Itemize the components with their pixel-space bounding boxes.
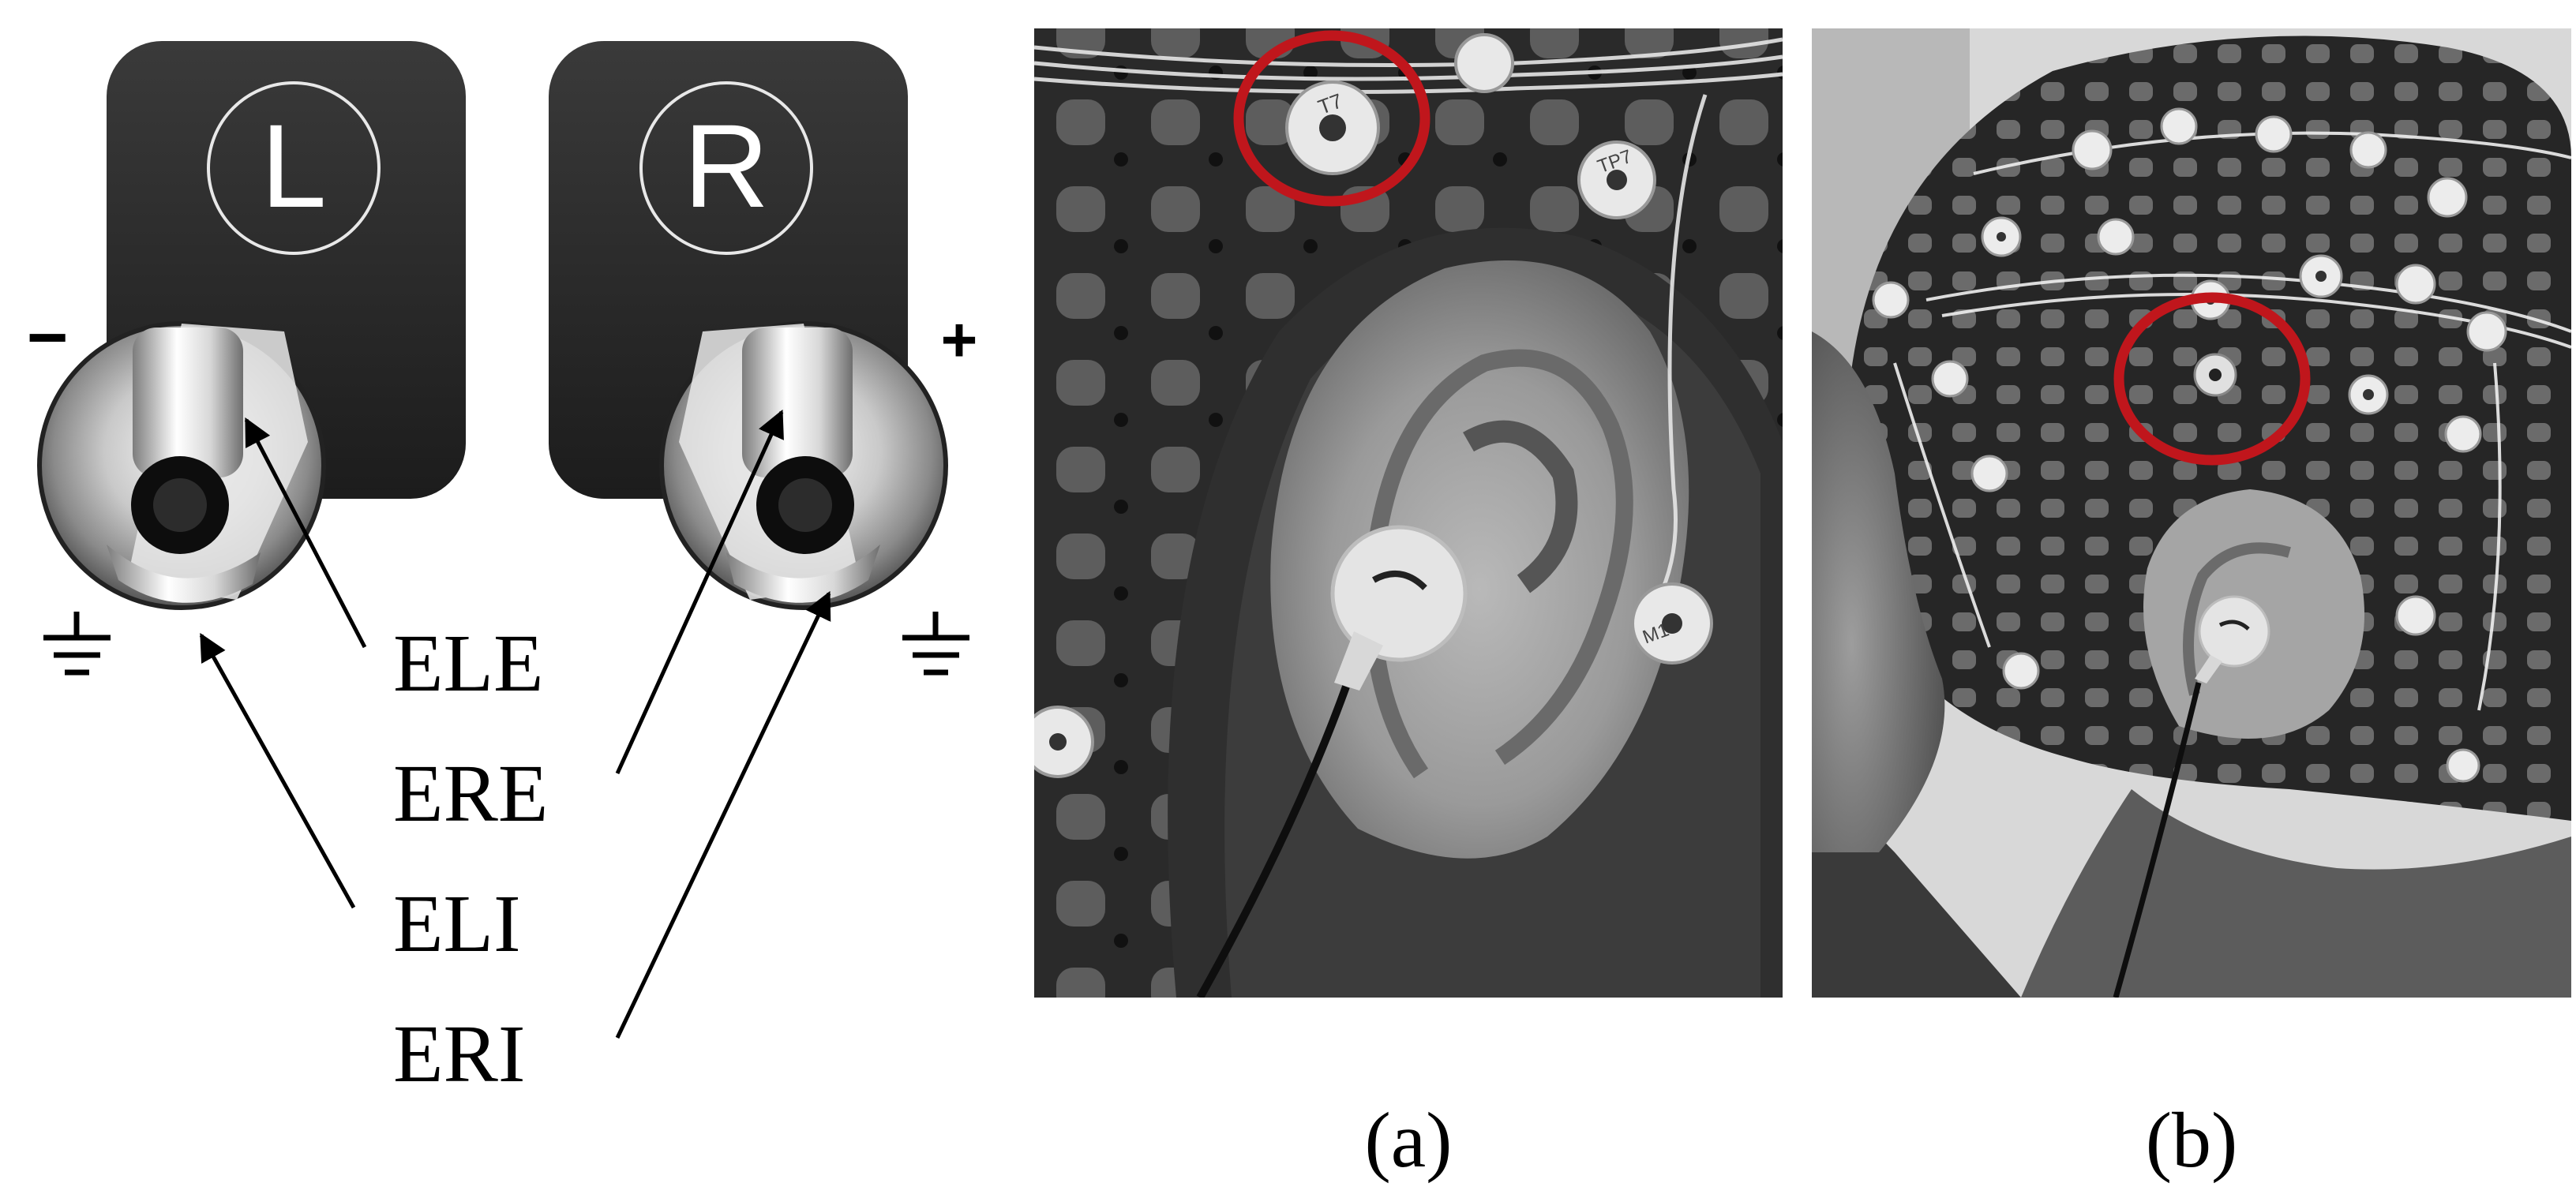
arrow-eli (199, 632, 356, 909)
highlight-circle-b (2113, 292, 2311, 466)
right-electrode-external (742, 328, 853, 477)
earbud-cable-b (2113, 682, 2202, 998)
left-electrode-external (133, 328, 243, 477)
caption-b: (b) (2146, 1096, 2238, 1184)
ground-icon-right (902, 612, 969, 676)
electrode-t7: T7 (1285, 80, 1380, 175)
right-label-ring (639, 81, 813, 255)
right-electrode-internal (726, 545, 880, 603)
ear (1270, 260, 1689, 859)
caption-a: (a) (1365, 1096, 1453, 1184)
electrode-tp7: TP7 (1577, 140, 1656, 219)
ground-icon-left (43, 612, 111, 676)
arrow-ere (615, 409, 784, 775)
earbud-cable (1196, 685, 1350, 998)
left-electrode-internal (107, 545, 261, 603)
arrow-ele (244, 417, 367, 649)
earbud-in-ear-a (1196, 525, 1468, 998)
chair (1812, 710, 2021, 998)
earbud-in-ear-b (2113, 595, 2270, 998)
right-earbud: R (549, 41, 948, 610)
eeg-cap-b (1847, 36, 2571, 822)
left-earbud-letter: L (261, 99, 326, 232)
label-ere: ERE (393, 748, 548, 839)
label-ele: ELE (393, 618, 544, 709)
arrow-eri (615, 590, 831, 1039)
label-eli: ELI (393, 878, 521, 969)
highlight-circle-a (1233, 30, 1430, 207)
earbud-diagram: L R − + (27, 41, 978, 1099)
electrode-m1: M1 (1631, 582, 1713, 665)
label-eri: ERI (393, 1009, 526, 1099)
photo-a: T7 TP7 M1 (1034, 28, 1783, 998)
photo-b (1812, 28, 2571, 998)
right-earbud-letter: R (684, 99, 769, 232)
plus-sign: + (941, 305, 978, 375)
face-profile (1812, 331, 1945, 852)
electrode-misc-a (1034, 33, 1514, 778)
left-label-ring (207, 81, 381, 255)
left-earbud: L (37, 41, 466, 610)
electrode-highlighted-b (2193, 353, 2237, 397)
minus-sign: − (27, 298, 69, 377)
